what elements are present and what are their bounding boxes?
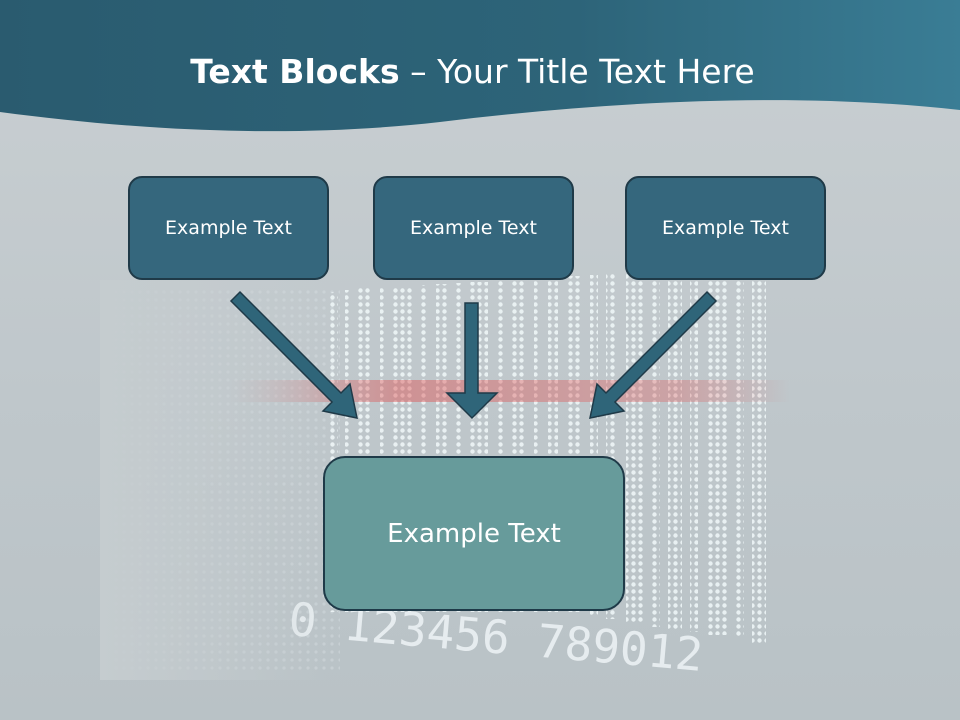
arrow-right [589,290,718,419]
text-box-label: Example Text [410,217,537,239]
text-box-label: Example Text [165,217,292,239]
title-bold: Text Blocks [190,52,400,91]
title-separator: – [399,52,438,91]
arrow-left [229,290,358,419]
header-band [0,0,960,132]
title-rest: Your Title Text Here [437,52,755,91]
scanner-line [230,380,790,402]
arrow-center [445,302,499,420]
text-box-left: Example Text [128,176,329,280]
text-box-label: Example Text [387,518,561,549]
text-box-label: Example Text [662,217,789,239]
text-box-center: Example Text [323,456,625,611]
slide-title: Text Blocks – Your Title Text Here [0,52,945,91]
text-box-middle: Example Text [373,176,574,280]
text-box-right: Example Text [625,176,826,280]
